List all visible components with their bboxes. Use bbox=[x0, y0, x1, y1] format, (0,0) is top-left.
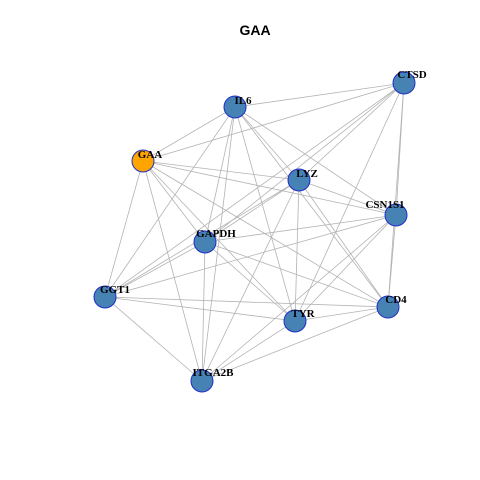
node-ggt1[interactable]: GGT1 bbox=[93, 284, 130, 309]
node-label-tyr: TYR bbox=[291, 308, 315, 320]
node-circle-ggt1[interactable] bbox=[93, 285, 117, 309]
edge-il6-itga2b bbox=[201, 106, 236, 382]
node-label-ggt1: GGT1 bbox=[100, 284, 130, 296]
node-gapdh[interactable]: GAPDH bbox=[193, 228, 236, 254]
edge-il6-cd4 bbox=[234, 106, 389, 308]
node-lyz[interactable]: LYZ bbox=[287, 168, 318, 192]
node-circle-il6[interactable] bbox=[223, 95, 247, 119]
node-circle-csn1s1[interactable] bbox=[384, 203, 408, 227]
edge-il6-gapdh bbox=[204, 106, 236, 243]
edge-cd4-itga2b bbox=[201, 306, 389, 382]
edge-lyz-itga2b bbox=[201, 179, 300, 382]
node-gaa[interactable]: GAA bbox=[131, 149, 163, 173]
edge-il6-lyz bbox=[234, 106, 300, 181]
node-cd4[interactable]: CD4 bbox=[376, 294, 407, 319]
edge-il6-ggt1 bbox=[104, 106, 236, 298]
node-circle-ctsd[interactable] bbox=[392, 71, 416, 95]
edge-gaa-ggt1 bbox=[104, 160, 144, 298]
edge-ctsd-tyr bbox=[294, 82, 405, 322]
edge-lyz-csn1s1 bbox=[298, 179, 397, 216]
node-label-csn1s1: CSN1S1 bbox=[365, 199, 404, 211]
node-itga2b[interactable]: ITGA2B bbox=[190, 367, 235, 393]
graph-title: GAA bbox=[239, 22, 270, 38]
node-circle-tyr[interactable] bbox=[283, 309, 307, 333]
edge-gapdh-tyr bbox=[204, 241, 296, 322]
node-tyr[interactable]: TYR bbox=[283, 308, 316, 333]
edge-gaa-cd4 bbox=[142, 160, 389, 308]
node-ctsd[interactable]: CTSD bbox=[392, 69, 427, 95]
edge-il6-csn1s1 bbox=[234, 106, 397, 216]
node-csn1s1[interactable]: CSN1S1 bbox=[365, 199, 408, 227]
edge-csn1s1-tyr bbox=[294, 214, 397, 322]
edge-gaa-csn1s1 bbox=[142, 160, 397, 216]
edge-gaa-ctsd bbox=[142, 82, 405, 162]
edge-cd4-tyr bbox=[294, 306, 389, 322]
edge-lyz-gapdh bbox=[204, 179, 300, 243]
edge-gaa-gapdh bbox=[142, 160, 206, 243]
node-label-lyz: LYZ bbox=[296, 168, 318, 180]
node-circle-lyz[interactable] bbox=[287, 168, 311, 192]
edge-csn1s1-cd4 bbox=[387, 214, 397, 308]
edge-tyr-itga2b bbox=[201, 320, 296, 382]
edge-ctsd-gapdh bbox=[204, 82, 405, 243]
node-label-gaa: GAA bbox=[138, 149, 163, 161]
node-label-gapdh: GAPDH bbox=[196, 228, 236, 240]
node-label-il6: IL6 bbox=[234, 95, 252, 107]
edge-lyz-cd4 bbox=[298, 179, 389, 308]
node-label-itga2b: ITGA2B bbox=[193, 367, 235, 379]
edge-ctsd-cd4 bbox=[387, 82, 405, 308]
edge-gaa-itga2b bbox=[142, 160, 203, 382]
edge-ctsd-ggt1 bbox=[104, 82, 405, 298]
node-il6[interactable]: IL6 bbox=[223, 95, 252, 119]
edge-il6-ctsd bbox=[234, 82, 405, 108]
node-circle-itga2b[interactable] bbox=[190, 369, 214, 393]
edge-lyz-tyr bbox=[294, 179, 300, 322]
edge-gapdh-itga2b bbox=[201, 241, 206, 382]
node-label-cd4: CD4 bbox=[385, 294, 407, 306]
node-circle-cd4[interactable] bbox=[376, 295, 400, 319]
edge-ggt1-itga2b bbox=[104, 296, 203, 382]
node-label-ctsd: CTSD bbox=[397, 69, 426, 81]
edge-ggt1-tyr bbox=[104, 296, 296, 322]
edge-layer bbox=[104, 82, 405, 382]
edge-csn1s1-gapdh bbox=[204, 214, 397, 243]
edge-csn1s1-itga2b bbox=[201, 214, 397, 382]
edge-il6-tyr bbox=[234, 106, 296, 322]
edge-ctsd-lyz bbox=[298, 82, 405, 181]
edge-csn1s1-ggt1 bbox=[104, 214, 397, 298]
node-circle-gaa[interactable] bbox=[131, 149, 155, 173]
edge-gaa-il6 bbox=[142, 106, 236, 162]
node-circle-gapdh[interactable] bbox=[193, 230, 217, 254]
edge-gapdh-cd4 bbox=[204, 241, 389, 308]
edge-gapdh-ggt1 bbox=[104, 241, 206, 298]
edge-ggt1-cd4 bbox=[104, 296, 389, 308]
